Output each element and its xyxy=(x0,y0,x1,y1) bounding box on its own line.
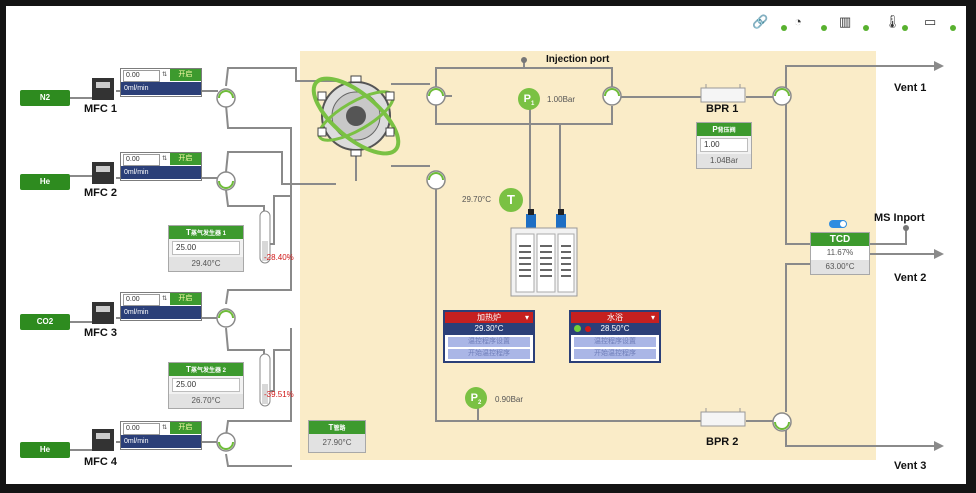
mfc-2-setpoint-input[interactable]: 0.00 xyxy=(123,154,161,166)
gas-inlet-co2: CO2 xyxy=(20,314,70,330)
water-bath-start-program-button[interactable]: 开始温控程序 xyxy=(574,349,656,359)
mfc-3-label: MFC 3 xyxy=(84,327,117,339)
gauge-icon[interactable]: ◔ xyxy=(794,14,802,29)
furnace-controller: 加热炉▾ 29.30°C 温控程序设置 开始温控程序 xyxy=(443,310,535,363)
ms-inport-label: MS Inport xyxy=(874,212,925,224)
tcd-panel: TCD 11.67% 63.00°C xyxy=(810,232,870,275)
mfc-2-control: 0.00⇅开启 0ml/min xyxy=(120,152,202,181)
mfc-4-flow-readout: 0ml/min xyxy=(121,435,201,448)
alarm-indicator-icon xyxy=(585,326,591,332)
status-dot xyxy=(863,25,869,31)
bpr-2-label: BPR 2 xyxy=(706,436,739,448)
oven-chamber xyxy=(300,51,876,460)
water-bath-title[interactable]: 水浴▾ xyxy=(571,312,659,323)
bpr-1-title: P背压阀 xyxy=(697,123,751,136)
status-dot xyxy=(781,25,787,31)
status-dot xyxy=(821,25,827,31)
mfc-4-control: 0.00⇅开启 0ml/min xyxy=(120,421,202,450)
dropdown-arrow-icon[interactable]: ▾ xyxy=(524,313,529,322)
furnace-program-settings-button[interactable]: 温控程序设置 xyxy=(448,337,530,347)
vent-3-label: Vent 3 xyxy=(894,460,927,472)
bpr-1-setpoint-input[interactable]: 1.00 xyxy=(700,138,748,152)
app-window: 🔗 ◔ ▥ 🌡 ▭ xyxy=(6,6,966,484)
bpr-1-panel: P背压阀 1.00 1.04Bar xyxy=(696,122,752,169)
bpr-1-reading: 1.04Bar xyxy=(697,154,751,168)
toggle-knob xyxy=(840,221,846,227)
spinner-icon[interactable]: ⇅ xyxy=(162,425,168,431)
tcd-concentration: 11.67% xyxy=(811,246,869,260)
furnace-title[interactable]: 加热炉▾ xyxy=(445,312,533,323)
injection-port-label: Injection port xyxy=(546,54,610,65)
spinner-icon[interactable]: ⇅ xyxy=(162,156,168,162)
pressure-p2-icon: P2 xyxy=(465,387,487,409)
saturator-2-humidity: -39.51% xyxy=(264,390,294,399)
mfc-2-open-button[interactable]: 开启 xyxy=(169,153,201,165)
pipe-temp-panel: T管路 27.90°C xyxy=(308,420,366,453)
mfc-1-flow-readout: 0ml/min xyxy=(121,82,201,95)
gas-inlet-he-2: He xyxy=(20,442,70,458)
device-icon[interactable]: ▭ xyxy=(924,14,937,29)
mfc-1-open-button[interactable]: 开启 xyxy=(169,69,201,81)
saturator-2-title: T蒸气发生器 2 xyxy=(169,363,243,376)
tcd-toggle[interactable] xyxy=(829,220,847,228)
furnace-temp: 29.30°C xyxy=(445,323,533,335)
mfc-1-label: MFC 1 xyxy=(84,103,117,115)
status-dot xyxy=(950,25,956,31)
pressure-p2-value: 0.90Bar xyxy=(495,395,524,404)
saturator-2-reading: 26.70°C xyxy=(169,394,243,408)
mfc-3-setpoint-input[interactable]: 0.00 xyxy=(123,294,161,306)
tcd-title: TCD xyxy=(811,233,869,246)
vent-1-label: Vent 1 xyxy=(894,82,927,94)
water-bath-temp: 28.50°C xyxy=(571,323,659,335)
gas-inlet-he-1: He xyxy=(20,174,70,190)
pressure-p1-icon: P1 xyxy=(518,88,540,110)
status-dot xyxy=(902,25,908,31)
mfc-4-setpoint-input[interactable]: 0.00 xyxy=(123,423,161,435)
spinner-icon[interactable]: ⇅ xyxy=(162,296,168,302)
saturator-2-panel: T蒸气发生器 2 25.00 26.70°C xyxy=(168,362,244,409)
water-bath-controller: 水浴▾ 28.50°C 温控程序设置 开始温控程序 xyxy=(569,310,661,363)
piping-diagram xyxy=(70,57,944,467)
pressure-p1-value: 1.00Bar xyxy=(547,95,576,104)
mfc-1-control: 0.00⇅开启 0ml/min xyxy=(120,68,202,97)
dropdown-arrow-icon[interactable]: ▾ xyxy=(650,313,655,322)
thermometer-icon[interactable]: 🌡 xyxy=(884,14,901,29)
saturator-1-panel: T蒸气发生器 1 25.00 29.40°C xyxy=(168,225,244,272)
mfc-3-control: 0.00⇅开启 0ml/min xyxy=(120,292,202,321)
link-icon[interactable]: 🔗 xyxy=(752,14,769,29)
pipe-temp-title: T管路 xyxy=(309,421,365,434)
mfc-2-label: MFC 2 xyxy=(84,187,117,199)
mfc-3-open-button[interactable]: 开启 xyxy=(169,293,201,305)
status-indicator-icon xyxy=(574,325,581,332)
bpr-1-label: BPR 1 xyxy=(706,103,739,115)
mfc-4-open-button[interactable]: 开启 xyxy=(169,422,201,434)
reactor-temp-icon: T xyxy=(499,188,523,212)
saturator-1-humidity: -28.40% xyxy=(264,253,294,262)
saturator-1-title: T蒸气发生器 1 xyxy=(169,226,243,239)
mfc-2-flow-readout: 0ml/min xyxy=(121,166,201,179)
spinner-icon[interactable]: ⇅ xyxy=(162,72,168,78)
gas-inlet-n2: N2 xyxy=(20,90,70,106)
pipe-temp-value: 27.90°C xyxy=(309,434,365,452)
water-bath-program-settings-button[interactable]: 温控程序设置 xyxy=(574,337,656,347)
mfc-4-label: MFC 4 xyxy=(84,456,117,468)
tcd-temperature: 63.00°C xyxy=(811,260,869,274)
saturator-1-setpoint-input[interactable]: 25.00 xyxy=(172,241,240,255)
saturator-1-reading: 29.40°C xyxy=(169,257,243,271)
vent-2-label: Vent 2 xyxy=(894,272,927,284)
mfc-3-flow-readout: 0ml/min xyxy=(121,306,201,319)
gas-cylinder-icon[interactable]: ▥ xyxy=(839,14,852,29)
mfc-1-setpoint-input[interactable]: 0.00 xyxy=(123,70,161,82)
furnace-start-program-button[interactable]: 开始温控程序 xyxy=(448,349,530,359)
saturator-2-setpoint-input[interactable]: 25.00 xyxy=(172,378,240,392)
reactor-temp-value: 29.70°C xyxy=(462,195,491,204)
